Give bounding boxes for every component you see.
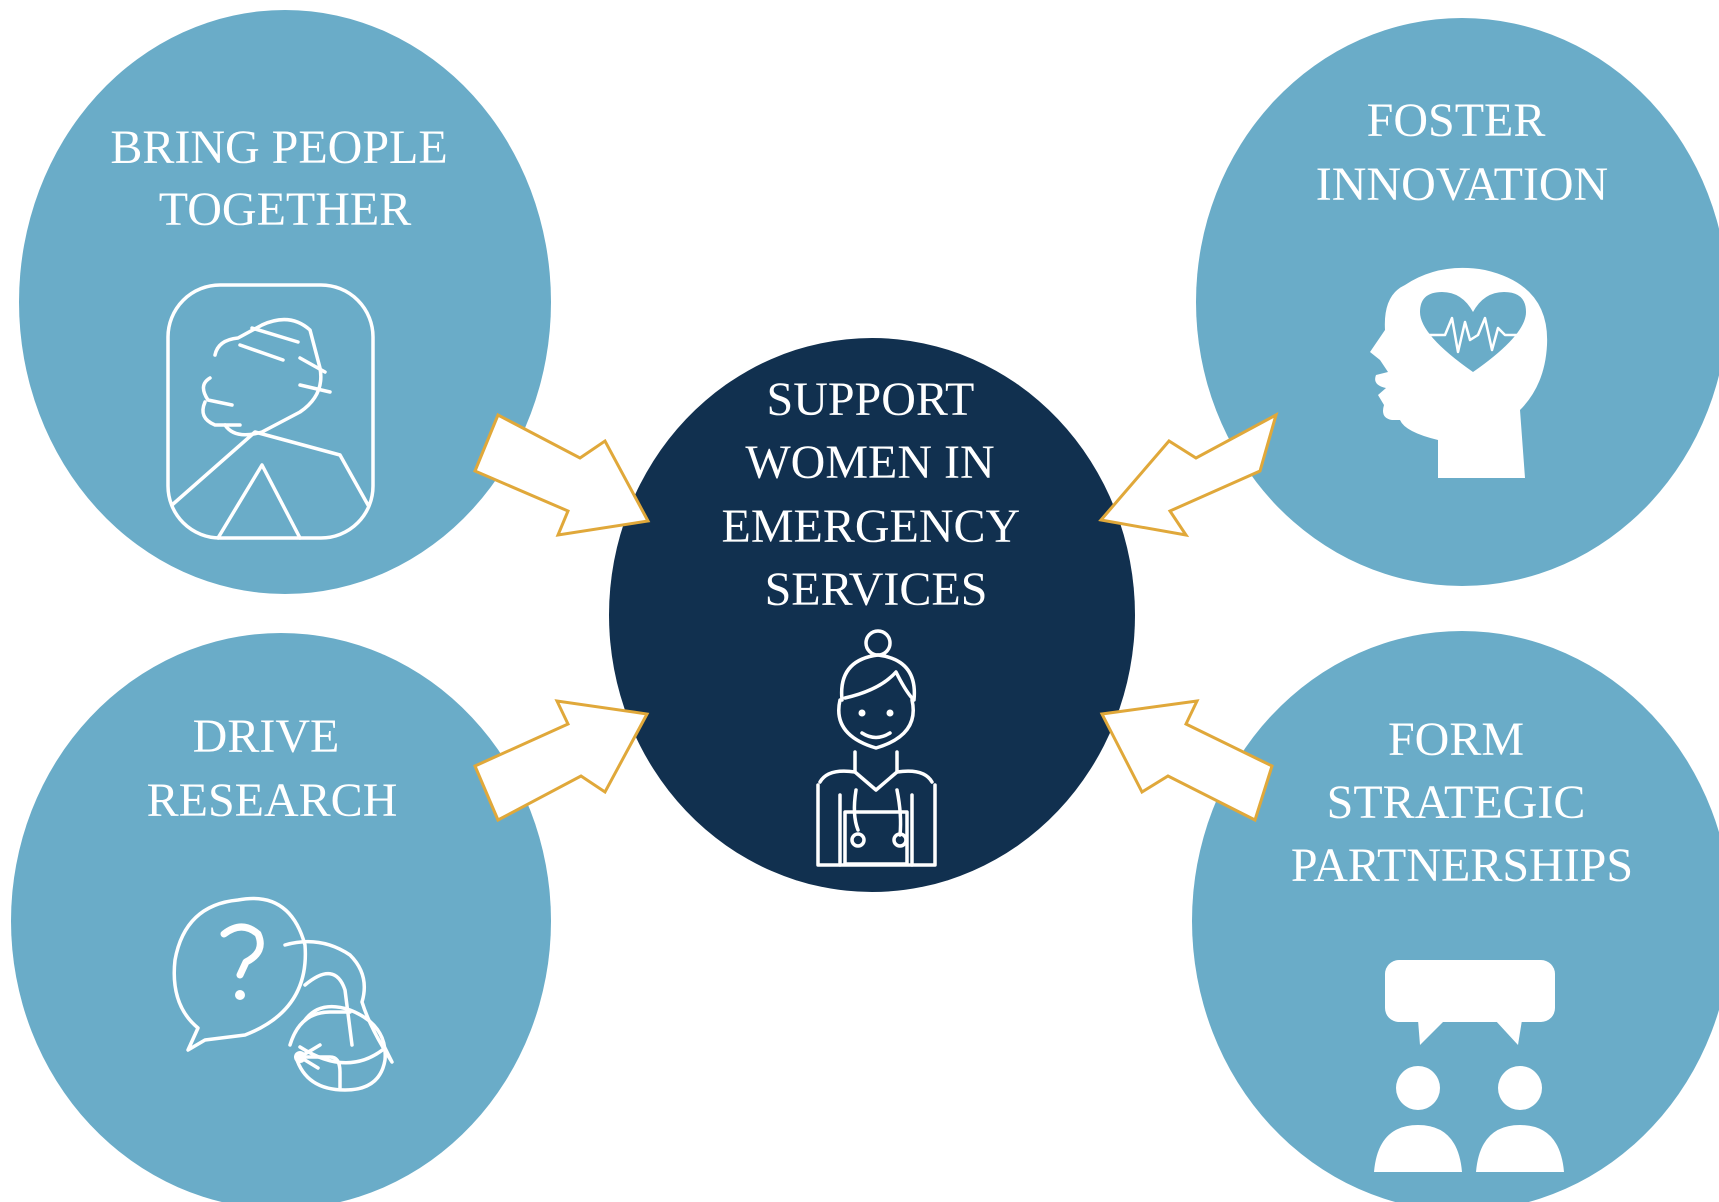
arrow-top-left: [473, 412, 651, 537]
label-form-strategic-partnerships: FORM STRATEGIC PARTNERSHIPS: [1291, 713, 1633, 892]
question-chat-icon: [172, 896, 394, 1092]
arrow-bottom-left: [473, 699, 650, 823]
label-foster-innovation: FOSTER INNOVATION: [1316, 94, 1608, 211]
label-bring-people-together: BRING PEOPLE TOGETHER: [110, 121, 459, 236]
label-center: SUPPORT WOMEN IN EMERGENCY SERVICES: [722, 373, 1031, 616]
node-circle-bring-people-together: [19, 10, 551, 594]
head-heart-icon: [1370, 267, 1548, 478]
node-circle-form-strategic-partnerships: [1192, 631, 1719, 1202]
female-doctor-icon: [816, 629, 937, 867]
arrow-top-right: [1098, 411, 1279, 538]
label-drive-research: DRIVE RESEARCH: [147, 710, 398, 827]
center-circle: [609, 338, 1135, 892]
node-circle-drive-research: [11, 633, 551, 1202]
people-discussion-icon: [1374, 960, 1564, 1172]
arrow-bottom-right: [1099, 699, 1274, 823]
handshake-icon: [166, 283, 375, 540]
